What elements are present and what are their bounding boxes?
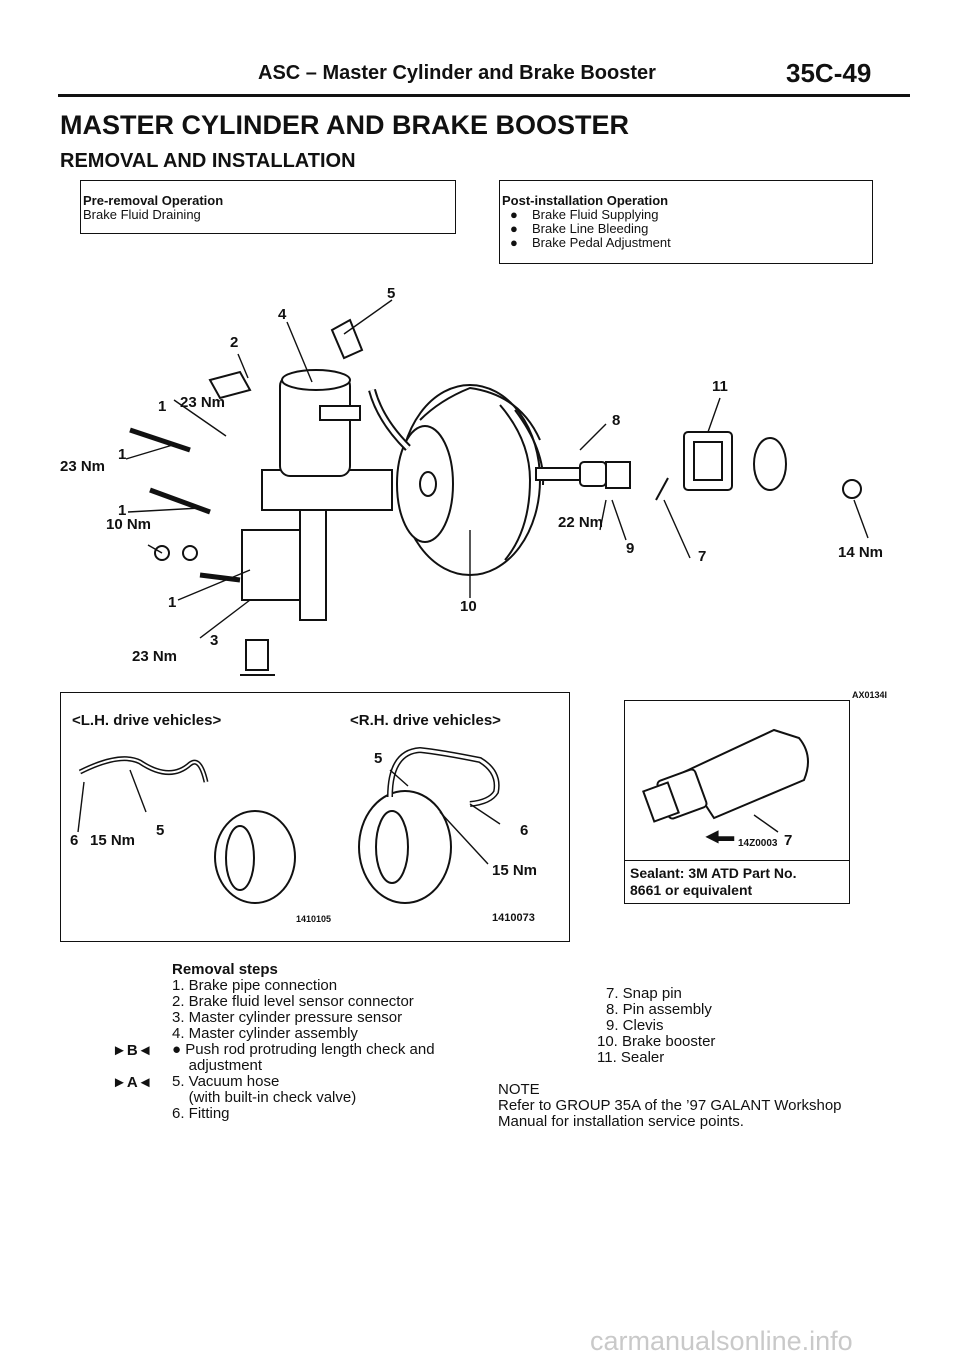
note-title: NOTE [498,1081,540,1098]
rh-drive-label: <R.H. drive vehicles> [350,712,501,729]
service-mark-b: ►B◄ [112,1042,153,1059]
step-item: 7. Snap pin [606,985,682,1002]
torque-15nm: 15 Nm [492,862,538,879]
label-5: 5 [156,822,165,839]
pre-removal-heading: Pre-removal Operation [83,193,224,208]
note-block: NOTE Refer to GROUP 35A of the ’97 GALAN… [498,1082,842,1130]
label-2: 2 [230,334,239,351]
step-item: (with built-in check valve) [172,1089,357,1106]
step-item: ● Push rod protruding length check and [172,1041,435,1058]
step-item: 9. Clevis [606,1017,664,1034]
drive-variant-inset [60,692,570,942]
step-item: 2. Brake fluid level sensor connector [172,993,414,1010]
label-7: 7 [698,548,707,565]
sub-title: REMOVAL AND INSTALLATION [60,150,356,172]
torque-22nm: 22 Nm [558,514,604,531]
figure-code: AX0134I [852,690,888,700]
sealant-spec: Sealant: 3M ATD Part No. 8661 or equival… [624,860,850,903]
post-install-box: Post-installation Operation ●Brake Fluid… [499,180,873,264]
sealant-code: 14Z0003 [738,838,778,849]
figure-code: 1410073 [492,912,535,924]
post-install-item: ●Brake Pedal Adjustment [510,235,671,250]
step-item: 10. Brake booster [597,1033,716,1050]
torque-23nm: 23 Nm [180,394,226,411]
watermark: carmanualsonline.info [590,1326,853,1356]
post-install-item: ●Brake Fluid Supplying [510,207,659,222]
step-item: 8. Pin assembly [606,1001,712,1018]
inset-diagram [77,746,501,904]
note-line: Manual for installation service points. [498,1113,744,1130]
step-item: 4. Master cylinder assembly [172,1025,358,1042]
step-item: adjustment [172,1057,263,1074]
service-mark-a: ►A◄ [112,1074,153,1091]
booster-rod [535,467,581,481]
label-1: 1 [158,398,167,415]
label-9: 9 [626,540,635,557]
lh-drive-label: <L.H. drive vehicles> [72,712,222,729]
label-5: 5 [374,750,383,767]
post-install-item: ●Brake Line Bleeding [510,221,649,236]
step-item: 1. Brake pipe connection [172,977,338,994]
header-title: ASC – Master Cylinder and Brake Booster [258,62,656,84]
torque-23nm: 23 Nm [132,648,178,665]
torque-23nm: 23 Nm [60,458,106,475]
label-3: 3 [210,632,219,649]
main-title: MASTER CYLINDER AND BRAKE BOOSTER [60,110,630,140]
label-5: 5 [387,285,396,302]
pre-removal-box: Pre-removal Operation Brake Fluid Draini… [80,180,456,234]
torque-10nm: 10 Nm [106,516,152,533]
step-item: 11. Sealer [597,1049,665,1066]
sealant-box [624,700,850,904]
step-item: 3. Master cylinder pressure sensor [172,1009,403,1026]
step-item: 6. Fitting [172,1105,230,1122]
label-4: 4 [278,306,287,323]
exploded-diagram [125,299,869,676]
torque-15nm: 15 Nm [90,832,136,849]
label-7: 7 [784,832,793,849]
removal-steps-right: 7. Snap pin 8. Pin assembly 9. Clevis 10… [584,986,715,1066]
sealant-icon: ◀▬ [706,828,735,845]
removal-steps-title: Removal steps [172,961,278,978]
cap-5 [330,318,364,360]
post-install-heading: Post-installation Operation [502,193,669,208]
label-1: 1 [168,594,177,611]
page-number: 35C-49 [786,58,872,88]
torque-14nm: 14 Nm [838,544,884,561]
removal-steps: Removal steps 1. Brake pipe connection 2… [172,962,435,1122]
note-line: Refer to GROUP 35A of the ’97 GALANT Wor… [498,1097,842,1114]
label-6: 6 [70,832,79,849]
label-8: 8 [612,412,621,429]
label-10: 10 [460,598,477,615]
header-rule [58,94,910,97]
label-1: 1 [118,446,127,463]
step-item: 5. Vacuum hose [172,1073,280,1090]
label-1: 1 [118,502,127,519]
label-11: 11 [712,378,728,395]
fitting-illustration [642,728,809,833]
figure-code: 1410105 [296,914,332,924]
pre-removal-item: Brake Fluid Draining [83,207,201,222]
label-6: 6 [520,822,529,839]
